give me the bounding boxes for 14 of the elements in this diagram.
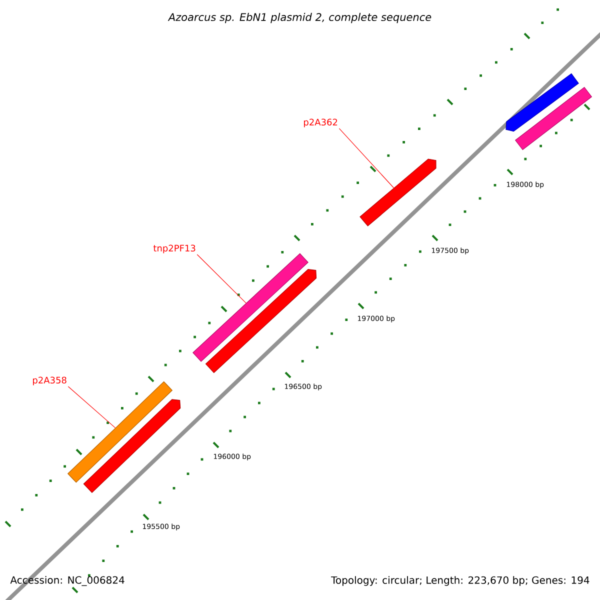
gene-arrow [360,158,436,226]
leader-line [196,254,246,304]
gene-arrow [83,399,181,494]
gene-arrow [506,73,579,132]
title: Azoarcus sp. EbN1 plasmid 2, complete sequence [168,12,432,24]
leader-line [338,128,394,188]
gene-label: p2A362 [304,118,338,128]
footer-text: Topology: circular; Length: 223,670 bp; Genes: 194 [331,576,590,586]
gene-label: p2A358 [33,376,66,386]
footer-text: Accession: NC_006824 [10,576,124,586]
leader-line [68,386,116,428]
gene-arrow [205,268,317,374]
gene-arrow [192,253,308,362]
gene-label: tnp2PF13 [153,244,196,254]
